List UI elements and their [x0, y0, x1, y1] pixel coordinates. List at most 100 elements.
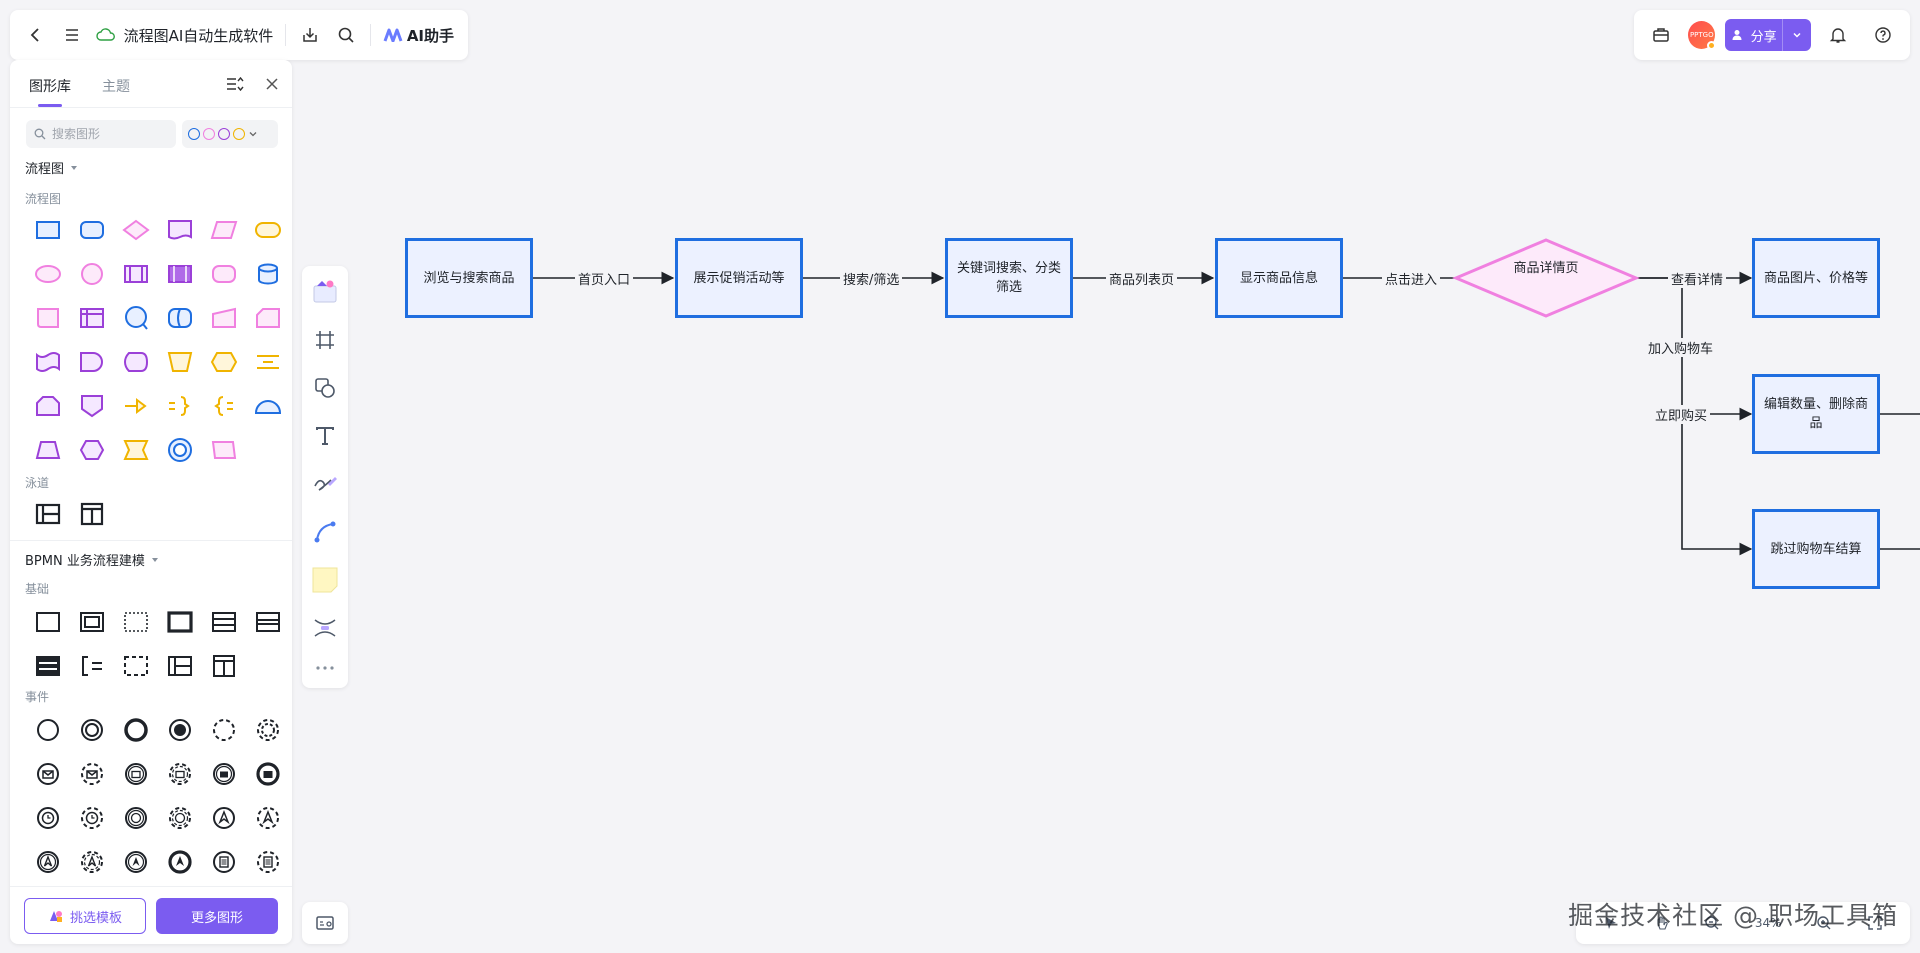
half-circle-shape[interactable]: [246, 384, 290, 428]
message-throw-event-shape[interactable]: [202, 752, 246, 796]
non-interrupting-event-shape[interactable]: [202, 708, 246, 752]
notification-button[interactable]: [1821, 17, 1855, 53]
connector-tool[interactable]: [307, 514, 343, 550]
escalation-noninterrupting-event-shape[interactable]: [246, 796, 290, 840]
end-event-shape[interactable]: [114, 708, 158, 752]
text-tool[interactable]: [307, 418, 343, 454]
horizontal-pool-shape[interactable]: [158, 644, 202, 688]
pool-shape[interactable]: [202, 600, 246, 644]
template-tool[interactable]: [307, 274, 343, 310]
trapezoid-shape[interactable]: [26, 428, 70, 472]
connector[interactable]: [1681, 414, 1753, 556]
hand-icon[interactable]: [1654, 915, 1670, 931]
conditional-start-event-shape[interactable]: [202, 840, 246, 884]
decision-diamond[interactable]: [1452, 238, 1640, 318]
start-event-shape[interactable]: [26, 708, 70, 752]
database-shape[interactable]: [246, 252, 290, 296]
card-shape[interactable]: [26, 296, 70, 340]
zoom-level[interactable]: 34%: [1754, 916, 1782, 930]
more-shapes-button[interactable]: 更多图形: [156, 898, 278, 934]
flow-node[interactable]: 关键词搜索、分类筛选: [945, 238, 1073, 318]
delay-shape[interactable]: [70, 340, 114, 384]
bpmn-section-header[interactable]: BPMN 业务流程建模: [25, 550, 159, 569]
zoom-out-icon[interactable]: [1704, 915, 1720, 931]
escalation-end-event-shape[interactable]: [158, 840, 202, 884]
timer-noninterrupting-event-shape[interactable]: [70, 796, 114, 840]
off-page-connector-shape[interactable]: [70, 384, 114, 428]
double-circle-shape[interactable]: [158, 428, 202, 472]
text-annotation-shape[interactable]: [70, 644, 114, 688]
flow-node[interactable]: 商品图片、价格等: [1752, 238, 1880, 318]
internal-storage-shape[interactable]: [70, 296, 114, 340]
flow-node[interactable]: 展示促销活动等: [675, 238, 803, 318]
escalation-boundary-event-shape[interactable]: [70, 840, 114, 884]
merge-arrow-shape[interactable]: [114, 384, 158, 428]
manual-input-shape[interactable]: [202, 296, 246, 340]
minimap-button[interactable]: [302, 902, 348, 944]
shape-tool[interactable]: [307, 370, 343, 406]
loop-limit-shape[interactable]: [26, 384, 70, 428]
panel-settings-icon[interactable]: [226, 76, 244, 92]
circle-shape[interactable]: [70, 252, 114, 296]
pick-template-button[interactable]: 挑选模板: [24, 898, 146, 934]
process-shape[interactable]: [26, 208, 70, 252]
tab-theme[interactable]: 主题: [102, 79, 130, 95]
back-button[interactable]: [18, 17, 54, 53]
vertical-pool-shape[interactable]: [202, 644, 246, 688]
ai-assistant-button[interactable]: AI助手: [377, 25, 460, 46]
annotation-lines-shape[interactable]: [246, 340, 290, 384]
lane-shape[interactable]: [246, 600, 290, 644]
right-brace-shape[interactable]: [158, 384, 202, 428]
share-dropdown-button[interactable]: [1783, 30, 1811, 40]
filled-event-shape[interactable]: [158, 708, 202, 752]
avatar[interactable]: PPTGO: [1688, 21, 1717, 50]
tape-shape[interactable]: [26, 340, 70, 384]
tab-shape-library[interactable]: 图形库: [29, 79, 71, 95]
pen-tool[interactable]: [307, 466, 343, 502]
flow-node[interactable]: 浏览与搜索商品: [405, 238, 533, 318]
mind-map-tool[interactable]: [307, 610, 343, 646]
escalation-intermediate-event-shape[interactable]: [26, 840, 70, 884]
thick-task-shape[interactable]: [158, 600, 202, 644]
dashed-box-shape[interactable]: [114, 644, 158, 688]
manual-operation-shape[interactable]: [158, 340, 202, 384]
timer-intermediate-event-shape[interactable]: [114, 796, 158, 840]
share-button[interactable]: 分享: [1725, 19, 1812, 51]
message-end-event-shape[interactable]: [246, 752, 290, 796]
flow-node[interactable]: 编辑数量、删除商品: [1752, 374, 1880, 454]
ellipse-shape[interactable]: [26, 252, 70, 296]
banner-shape[interactable]: [114, 428, 158, 472]
sticky-note-tool[interactable]: [307, 562, 343, 598]
non-interrupting-intermediate-shape[interactable]: [246, 708, 290, 752]
data-shape[interactable]: [202, 208, 246, 252]
flow-node[interactable]: 显示商品信息: [1215, 238, 1343, 318]
help-button[interactable]: [1866, 17, 1900, 53]
parallelogram-shape[interactable]: [202, 428, 246, 472]
escalation-start-event-shape[interactable]: [202, 796, 246, 840]
display-shape[interactable]: [114, 340, 158, 384]
rounded-process-shape[interactable]: [70, 208, 114, 252]
preparation-shape[interactable]: [202, 340, 246, 384]
hexagon-shape[interactable]: [70, 428, 114, 472]
horizontal-swimlane-shape[interactable]: [26, 492, 70, 536]
stored-data-shape[interactable]: [158, 296, 202, 340]
template-box-button[interactable]: [1644, 17, 1678, 53]
search-button[interactable]: [328, 17, 364, 53]
flowchart-section-header[interactable]: 流程图: [25, 158, 78, 177]
off-page-shape[interactable]: [246, 296, 290, 340]
zoom-in-icon[interactable]: [1816, 915, 1832, 931]
document-shape[interactable]: [158, 208, 202, 252]
task-shape[interactable]: [26, 600, 70, 644]
document-title[interactable]: 流程图AI自动生成软件: [90, 25, 280, 46]
fit-screen-icon[interactable]: [1867, 915, 1883, 931]
message-boundary-event-shape[interactable]: [158, 752, 202, 796]
download-button[interactable]: [292, 17, 328, 53]
frame-tool[interactable]: [307, 322, 343, 358]
striped-process-shape[interactable]: [158, 252, 202, 296]
color-filter-dropdown[interactable]: [182, 120, 278, 148]
close-panel-icon[interactable]: [265, 77, 279, 91]
menu-button[interactable]: [54, 17, 90, 53]
timer-start-event-shape[interactable]: [26, 796, 70, 840]
left-brace-shape[interactable]: [202, 384, 246, 428]
predefined-process-shape[interactable]: [114, 252, 158, 296]
